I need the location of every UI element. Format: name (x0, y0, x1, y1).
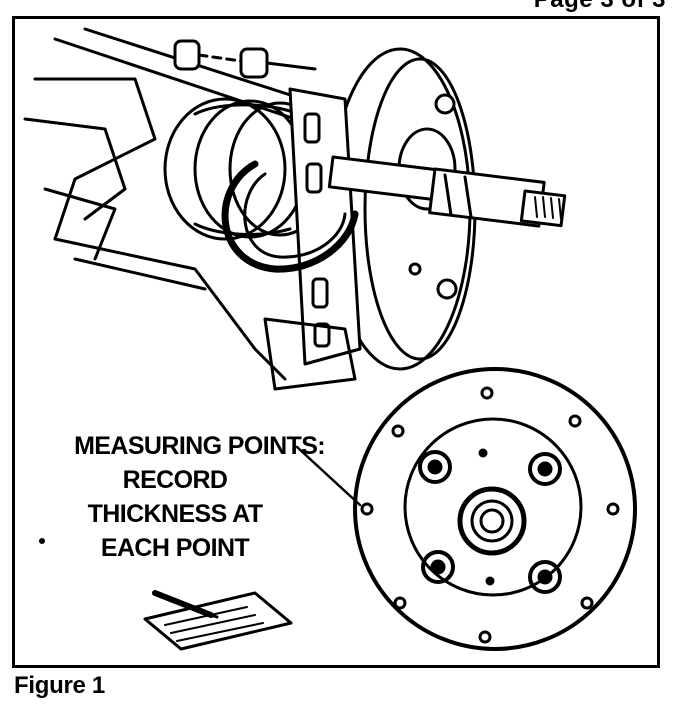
wheel-hub (163, 97, 332, 241)
callout-line-measuring-points: MEASURING POINTS: (74, 432, 326, 460)
caliper-bolts (173, 39, 317, 79)
lug-nuts (418, 448, 562, 594)
figure-caption: Figure 1 (14, 672, 105, 699)
notepad-and-pencil-icon (143, 590, 293, 651)
callout-leader-line (295, 445, 362, 507)
callout-line-each-point: EACH POINT (100, 534, 250, 562)
measuring-point-holes (360, 386, 620, 644)
micrometer (221, 155, 567, 273)
callout-line-record: RECORD (122, 466, 228, 494)
page-header: Page 3 of 3 (534, 0, 666, 14)
brake-rotor-illustration (23, 27, 637, 651)
rotor-front-view (353, 367, 637, 651)
figure-frame: MEASURING POINTS: RECORD THICKNESS AT EA… (12, 16, 660, 668)
callout-line-thickness-at: THICKNESS AT (87, 500, 263, 528)
